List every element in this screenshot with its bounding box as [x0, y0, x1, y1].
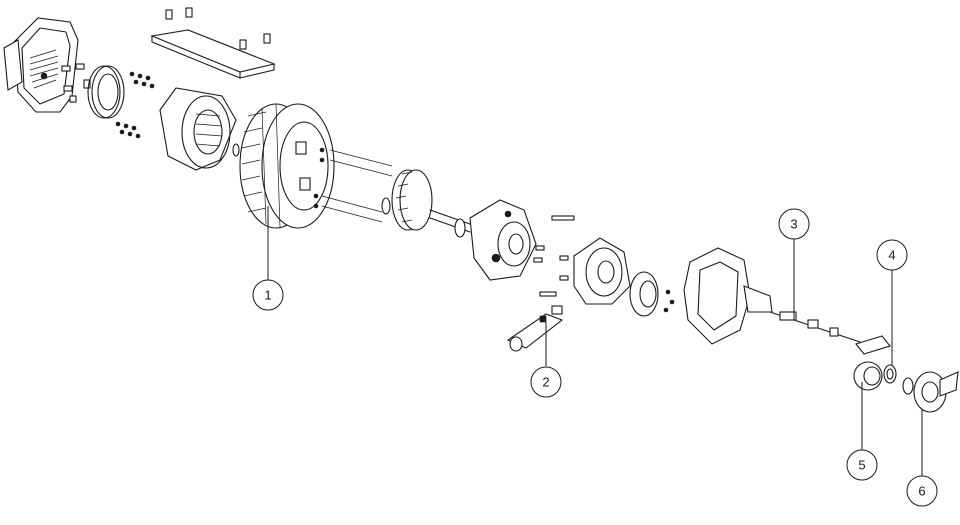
bolt-cluster-lower — [115, 121, 141, 139]
end-housing-left — [3, 17, 79, 113]
brush-holder-assembly — [506, 305, 564, 352]
bolt-cluster-upper — [129, 71, 155, 89]
bearing-ring-left — [87, 65, 125, 119]
bolts-center — [533, 215, 575, 297]
screw-set-left — [61, 63, 91, 103]
callout-1: 1 — [252, 206, 284, 311]
stator-housing — [159, 87, 240, 171]
fan-hub — [469, 199, 537, 281]
callout-5-label: 5 — [858, 458, 865, 473]
mounting-plate — [149, 7, 276, 79]
bearing-ring-right — [629, 271, 659, 317]
callout-1-label: 1 — [264, 288, 271, 303]
output-shaft — [769, 311, 891, 355]
callout-6-label: 6 — [918, 484, 925, 499]
callout-6: 6 — [906, 410, 938, 507]
rotor-gear — [381, 169, 471, 238]
callout-4-label: 4 — [888, 248, 895, 263]
small-bearing — [883, 364, 897, 384]
end-cap — [902, 371, 959, 413]
callout-2-label: 2 — [542, 375, 549, 390]
end-housing-right — [663, 247, 773, 345]
callout-3: 3 — [778, 208, 810, 320]
end-plate — [559, 237, 631, 305]
seal-ring — [853, 361, 883, 391]
callout-5: 5 — [846, 382, 878, 481]
tie-bolts — [313, 147, 393, 223]
callout-2: 2 — [530, 322, 562, 398]
callout-3-label: 3 — [790, 217, 797, 232]
drum-ring — [239, 103, 335, 229]
callout-4: 4 — [876, 239, 908, 366]
